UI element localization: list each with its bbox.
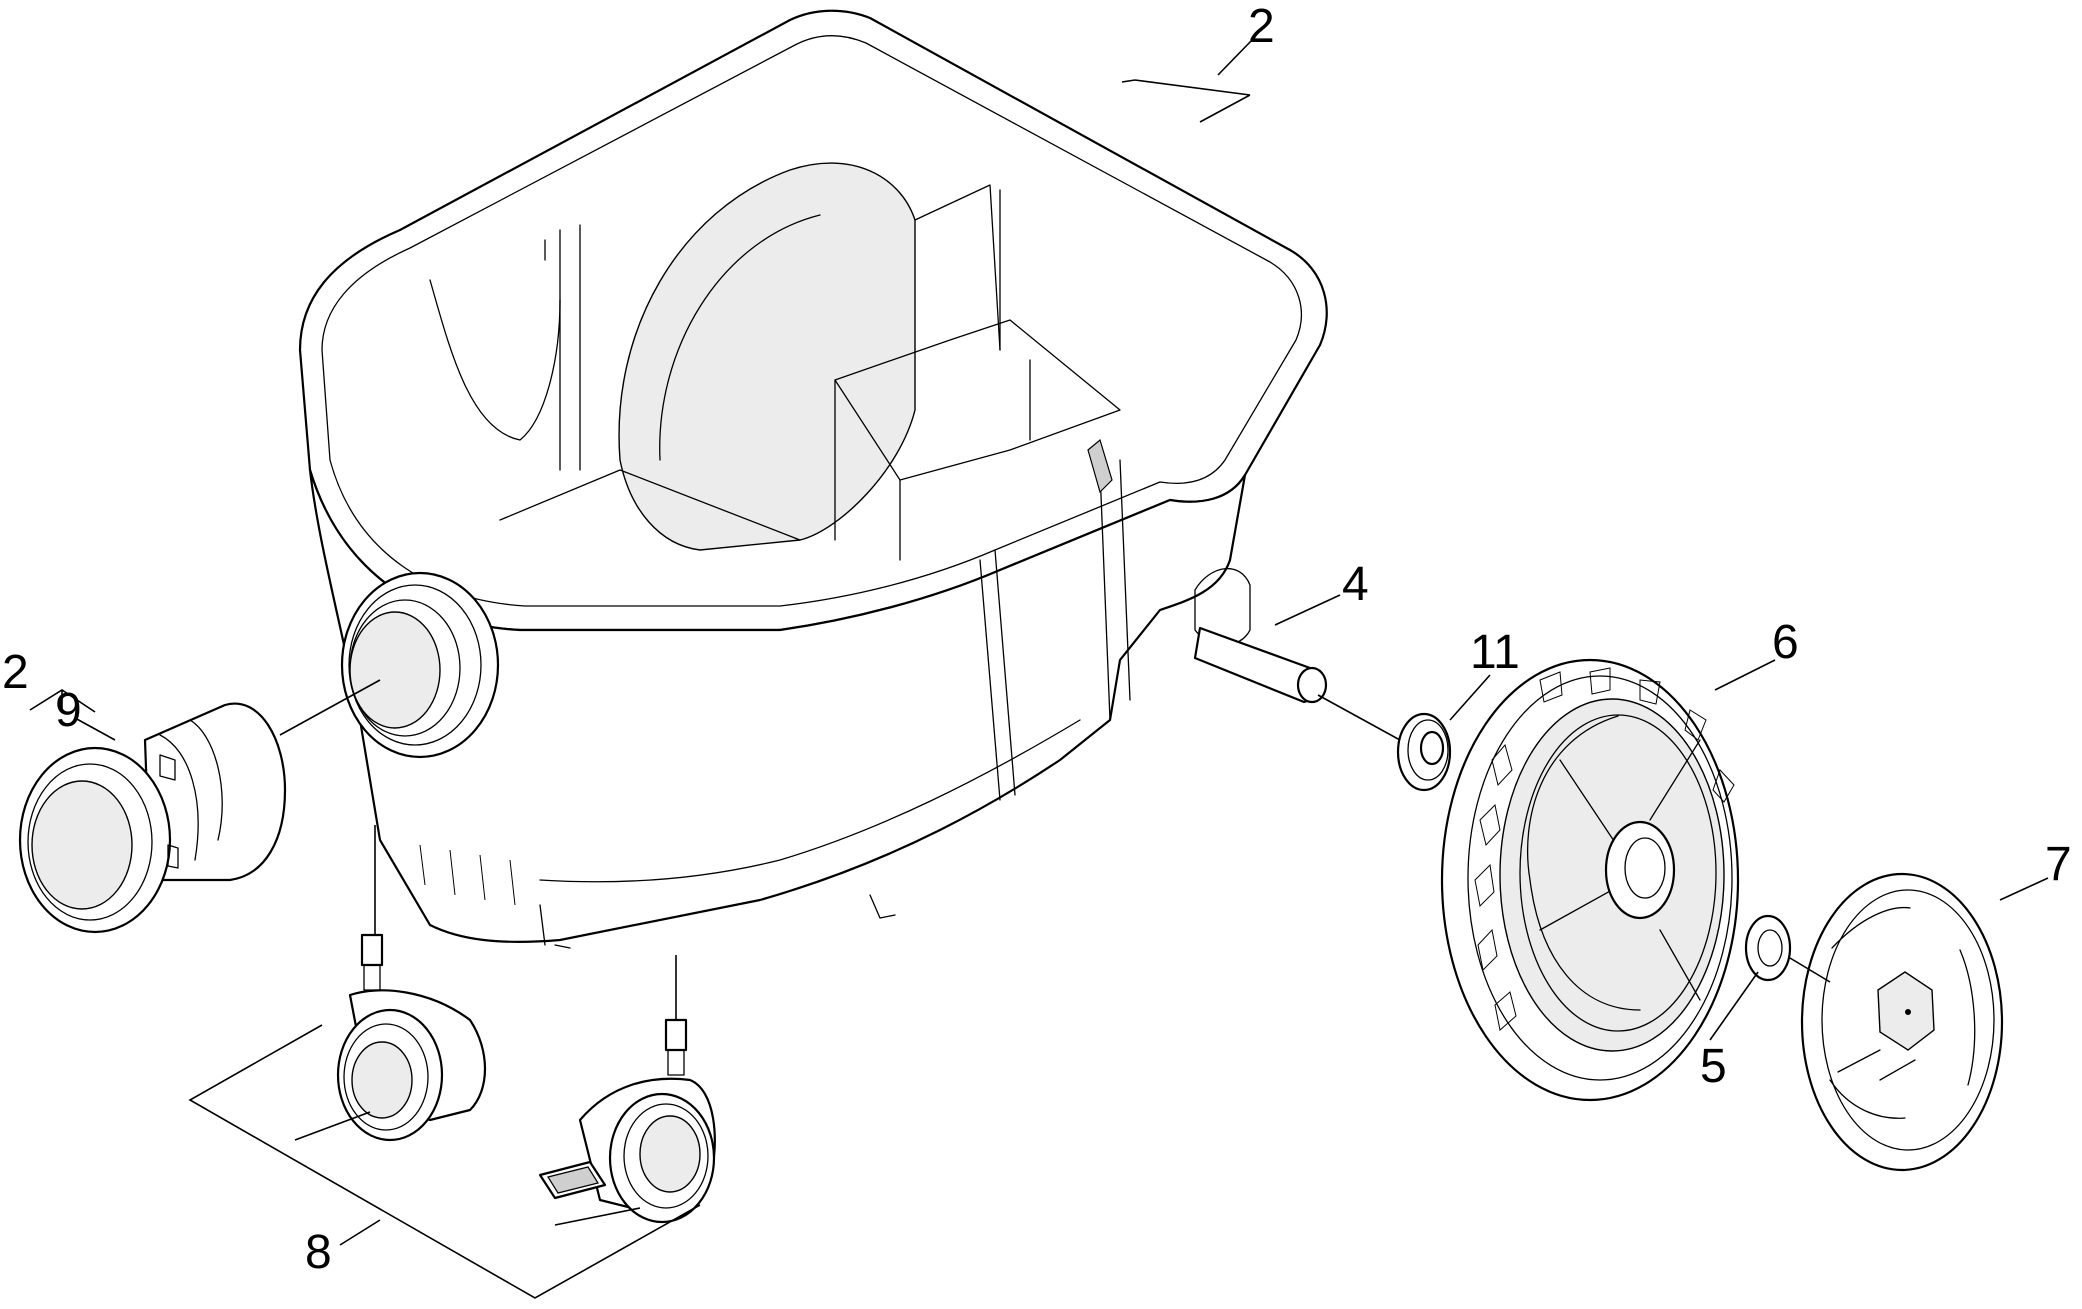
label-axle: 4 — [1342, 558, 1369, 611]
label-lock-ring: 5 — [1700, 1040, 1727, 1093]
washer — [1396, 712, 1452, 792]
label-suction-adapter: 9 — [55, 684, 82, 737]
lock-ring — [1744, 914, 1792, 982]
label-washer: 11 — [1470, 626, 1520, 679]
container-tank — [298, 9, 1328, 949]
part-labels: 2 2 9 4 11 6 7 5 8 — [2, 0, 2072, 1279]
suction-adapter — [18, 702, 287, 934]
leader-lines — [29, 39, 2049, 1299]
label-adapter-group: 2 — [2, 646, 29, 699]
label-hub-cap: 7 — [2045, 838, 2072, 891]
wheel — [1440, 658, 1740, 1102]
label-container-top: 2 — [1248, 0, 1275, 53]
hub-cap — [1800, 872, 2004, 1172]
axle — [1193, 626, 1328, 704]
tank-suction-inlet — [340, 571, 500, 759]
castor-left — [336, 933, 486, 1142]
label-castors: 8 — [305, 1226, 332, 1279]
castor-right-with-brake — [538, 1018, 716, 1224]
label-wheel: 6 — [1772, 616, 1799, 669]
